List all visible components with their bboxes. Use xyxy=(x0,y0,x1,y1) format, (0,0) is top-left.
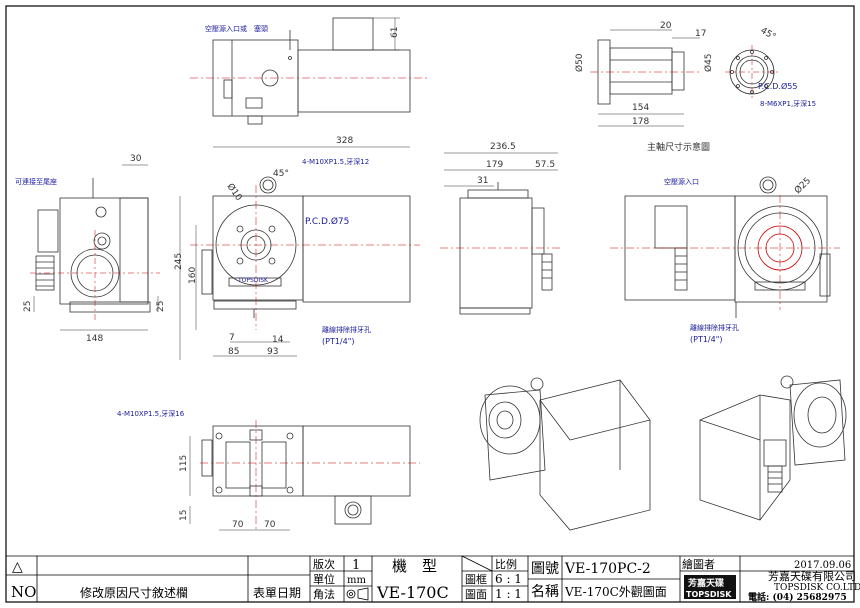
isometric-view-right xyxy=(699,375,847,521)
dim-7: 7 xyxy=(229,333,235,343)
dim-245: 245 xyxy=(174,253,184,270)
logo-cn: 芳嘉天碟 xyxy=(688,577,724,589)
note-tailstock: 可連接至尾座 xyxy=(15,177,57,186)
sheet-date-label: 表單日期 xyxy=(253,586,301,600)
dim-dia45: Ø45 xyxy=(703,53,714,72)
version-label: 版次 xyxy=(313,557,335,571)
model-label: 機 型 xyxy=(392,557,437,575)
dim-dia50: Ø50 xyxy=(574,53,585,72)
angle-45-front: 45° xyxy=(273,169,289,179)
bottom-view xyxy=(189,420,420,531)
right-view xyxy=(610,176,840,318)
face-ratio: 1 : 1 xyxy=(495,587,522,601)
dim-20: 20 xyxy=(660,21,672,31)
dim-61: 61 xyxy=(390,27,400,38)
drawing-no-value: VE-170PC-2 xyxy=(564,561,651,577)
note-m10-bottom: 4-M10XP1.5,牙深16 xyxy=(117,409,185,418)
date-value: 2017.09.06 xyxy=(794,560,851,571)
company-cn: 芳嘉天碟有限公司 xyxy=(768,569,856,583)
pt-label-b: 離線排除排牙孔 xyxy=(690,323,739,332)
dim-31: 31 xyxy=(477,176,488,186)
frame-label: 圖框 xyxy=(465,573,487,586)
note-pcd75: P.C.D.Ø75 xyxy=(305,216,349,227)
company-logo: 芳嘉天碟 TOPSDISK xyxy=(684,575,736,599)
dim-17: 17 xyxy=(695,29,706,39)
dim-dia25: Ø25 xyxy=(792,175,813,196)
left-side-view xyxy=(30,164,160,331)
note-m6: 8-M6XP1,牙深15 xyxy=(760,99,816,108)
name-value: VE-170C外觀圖面 xyxy=(564,585,667,599)
angle-label: 角法 xyxy=(313,587,335,601)
front-view xyxy=(179,146,420,360)
dim-15: 15 xyxy=(179,510,189,521)
dim-328: 328 xyxy=(336,136,353,146)
spindle-detail xyxy=(590,29,780,127)
note-m10-front: 4-M10XP1.5,牙深12 xyxy=(302,157,369,166)
note-air-inlet-right: 空壓源入口 xyxy=(664,177,699,186)
dim-14: 14 xyxy=(272,335,284,345)
spindle-title: 主軸尺寸示意圖 xyxy=(647,141,710,153)
face-label: 圖面 xyxy=(465,588,487,601)
projection-symbol-icon xyxy=(346,587,369,601)
dim-70-right: 70 xyxy=(264,520,276,530)
model-value: VE-170C xyxy=(376,583,449,602)
dim-85: 85 xyxy=(228,347,239,357)
drawing-no-label: 圖號 xyxy=(531,561,559,577)
pt-value-a: (PT1/4") xyxy=(322,337,355,346)
dim-70-left: 70 xyxy=(232,520,244,530)
note-pcd55: P.C.D.Ø55 xyxy=(758,81,797,91)
pt-value-b: (PT1/4") xyxy=(690,335,723,344)
version-value: 1 xyxy=(352,558,360,573)
unit-label: 單位 xyxy=(313,572,335,586)
dim-57-5: 57.5 xyxy=(535,160,555,170)
top-view xyxy=(190,17,430,125)
back-side-view xyxy=(440,152,560,315)
dim-30: 30 xyxy=(130,154,142,164)
dim-160: 160 xyxy=(188,267,198,284)
triangle-mark: △ xyxy=(12,559,23,575)
dim-25-left: 25 xyxy=(23,301,33,312)
dim-179: 179 xyxy=(486,160,503,170)
company-en: TOPSDISK CO.LTD. xyxy=(774,583,860,593)
note-air-inlet-top: 空壓源入口或 塞頭 xyxy=(205,24,268,33)
dim-236-5: 236.5 xyxy=(490,142,516,152)
brand-plate: TOPSDISK xyxy=(237,277,269,284)
dim-dia10: Ø10 xyxy=(225,181,245,203)
pt-label-a: 離線排除排牙孔 xyxy=(322,325,371,334)
dim-115: 115 xyxy=(179,455,189,472)
logo-en: TOPSDISK xyxy=(686,590,732,599)
dim-93: 93 xyxy=(267,347,278,357)
drawer-label: 繪圖者 xyxy=(682,557,715,571)
dim-154: 154 xyxy=(632,103,649,113)
dim-178: 178 xyxy=(632,117,649,127)
isometric-view-left xyxy=(479,377,651,531)
angle-45-spindle: 45° xyxy=(759,26,778,43)
sheet-border xyxy=(5,5,855,603)
name-label: 名稱 xyxy=(531,584,559,600)
dim-148: 148 xyxy=(86,334,103,344)
no-label: NO xyxy=(11,583,36,601)
title-block-lines xyxy=(6,555,854,602)
unit-value: mm xyxy=(347,575,366,586)
dim-25-right: 25 xyxy=(156,301,166,312)
scale-label: 比例 xyxy=(495,557,517,571)
company-phone: 電話: (04) 25682975 xyxy=(748,591,847,603)
revision-column-label: 修改原因尺寸敘述欄 xyxy=(80,585,188,600)
frame-ratio: 6 : 1 xyxy=(495,572,522,586)
